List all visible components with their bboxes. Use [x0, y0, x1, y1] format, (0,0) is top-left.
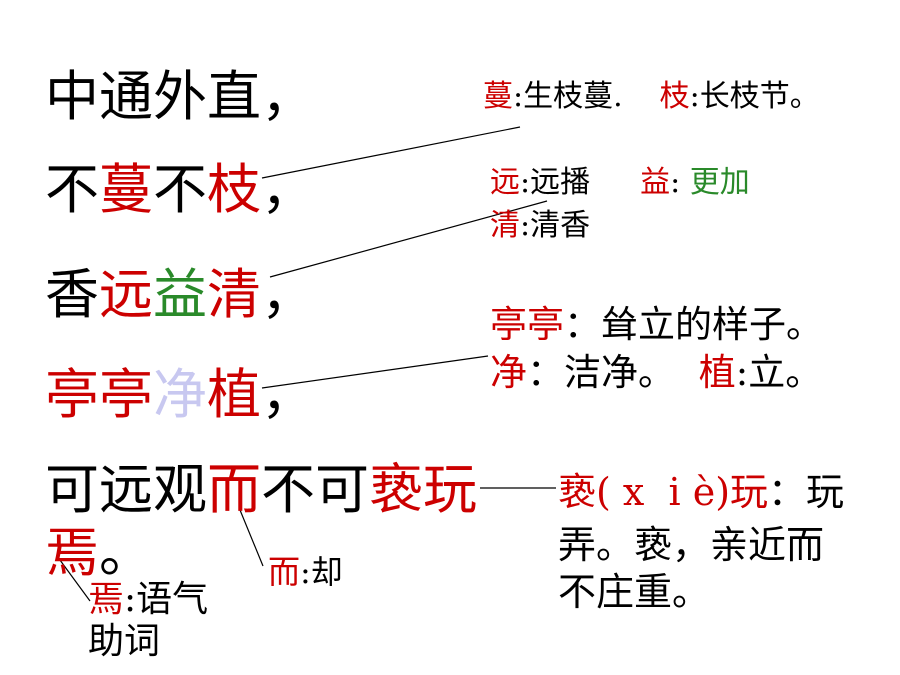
note-definition: 弄。亵，亲近而 [558, 523, 825, 567]
poem-text: 不 [45, 158, 99, 221]
note-definition: 更加 [689, 165, 750, 200]
note-term: 亵( x i è)玩 [558, 470, 769, 514]
poem-highlight: 枝 [207, 158, 261, 221]
poem-text: 不可 [261, 458, 369, 521]
poem-highlight: 而 [207, 458, 261, 521]
note-definition: 不庄重。 [558, 570, 711, 614]
note-term: 枝 [659, 79, 690, 114]
annotation-man-zhi: 蔓 :生枝蔓. 枝 :长枝节。 [483, 82, 820, 112]
poem-line-5: 可远观 而 不可 亵玩 [45, 463, 477, 517]
annotation-yan-line-1: 焉 :语气 [88, 582, 208, 618]
poem-highlight: 亵玩 [369, 458, 477, 521]
annotation-yan-line-2: 助词 [88, 624, 160, 660]
poem-line-4: 亭亭 净 植 ， [45, 368, 315, 422]
poem-line-6: 焉 。 [45, 526, 153, 580]
note-term: 远 [490, 165, 520, 200]
note-definition: 助词 [88, 621, 161, 662]
note-term: 蔓 [483, 79, 513, 114]
note-term: 亭亭 [490, 303, 564, 346]
poem-highlight: 蔓 [99, 158, 153, 221]
annotation-xie-wan-line-2: 弄。亵，亲近而 [558, 526, 824, 564]
poem-text: 不 [153, 158, 207, 221]
poem-line-1: 中通外直， [45, 70, 315, 124]
annotation-qing: 清 :清香 [490, 211, 590, 241]
annotation-jing-zhi: 净 ：洁净。 植 :立。 [490, 354, 822, 391]
poem-line-2: 不 蔓 不 枝 ， [45, 163, 315, 217]
poem-text: ， [261, 158, 315, 221]
poem-highlight: 净 [153, 363, 207, 426]
note-definition: :立。 [735, 351, 823, 394]
poem-text: 可远观 [45, 458, 207, 521]
poem-highlight: 焉 [45, 521, 99, 584]
note-term: 而 [268, 553, 301, 591]
poem-text: 香 [45, 263, 99, 326]
annotation-ting-ting: 亭亭 ：耸立的样子。 [490, 306, 823, 343]
note-definition: :生枝蔓. [513, 79, 623, 114]
poem-text: ， [261, 263, 315, 326]
poem-highlight: 清 [207, 263, 261, 326]
note-definition: ：洁净。 [527, 351, 687, 394]
note-definition: :语气 [124, 579, 209, 620]
poem-highlight: 益 [153, 263, 207, 326]
note-term: 净 [490, 351, 527, 394]
note-term: 焉 [88, 579, 125, 620]
annotation-xie-wan-line-3: 不庄重。 [558, 573, 710, 611]
poem-highlight: 植 [207, 363, 261, 426]
note-term: 清 [490, 208, 520, 243]
note-definition: ：耸立的样子。 [564, 303, 823, 346]
annotation-er: 而 :却 [268, 556, 343, 588]
annotation-yuan-yi: 远 :远播 益 : 更加 [490, 168, 750, 198]
poem-text: 。 [99, 521, 153, 584]
annotation-xie-wan-line-1: 亵( x i è)玩 ：玩 [558, 473, 844, 511]
poem-highlight: 远 [99, 263, 153, 326]
poem-line-3: 香 远 益 清 ， [45, 268, 315, 322]
note-definition: ：玩 [768, 470, 845, 514]
note-definition: :清香 [520, 208, 591, 243]
poem-highlight: 亭亭 [45, 363, 153, 426]
poem-text: ， [261, 363, 315, 426]
note-definition: :却 [300, 553, 343, 591]
note-definition: : [670, 165, 690, 200]
poem-text: 中通外直， [45, 65, 315, 128]
note-term: 植 [698, 351, 736, 394]
note-definition: :长枝节。 [689, 79, 820, 114]
note-term: 益 [640, 165, 671, 200]
note-definition: :远播 [520, 165, 591, 200]
